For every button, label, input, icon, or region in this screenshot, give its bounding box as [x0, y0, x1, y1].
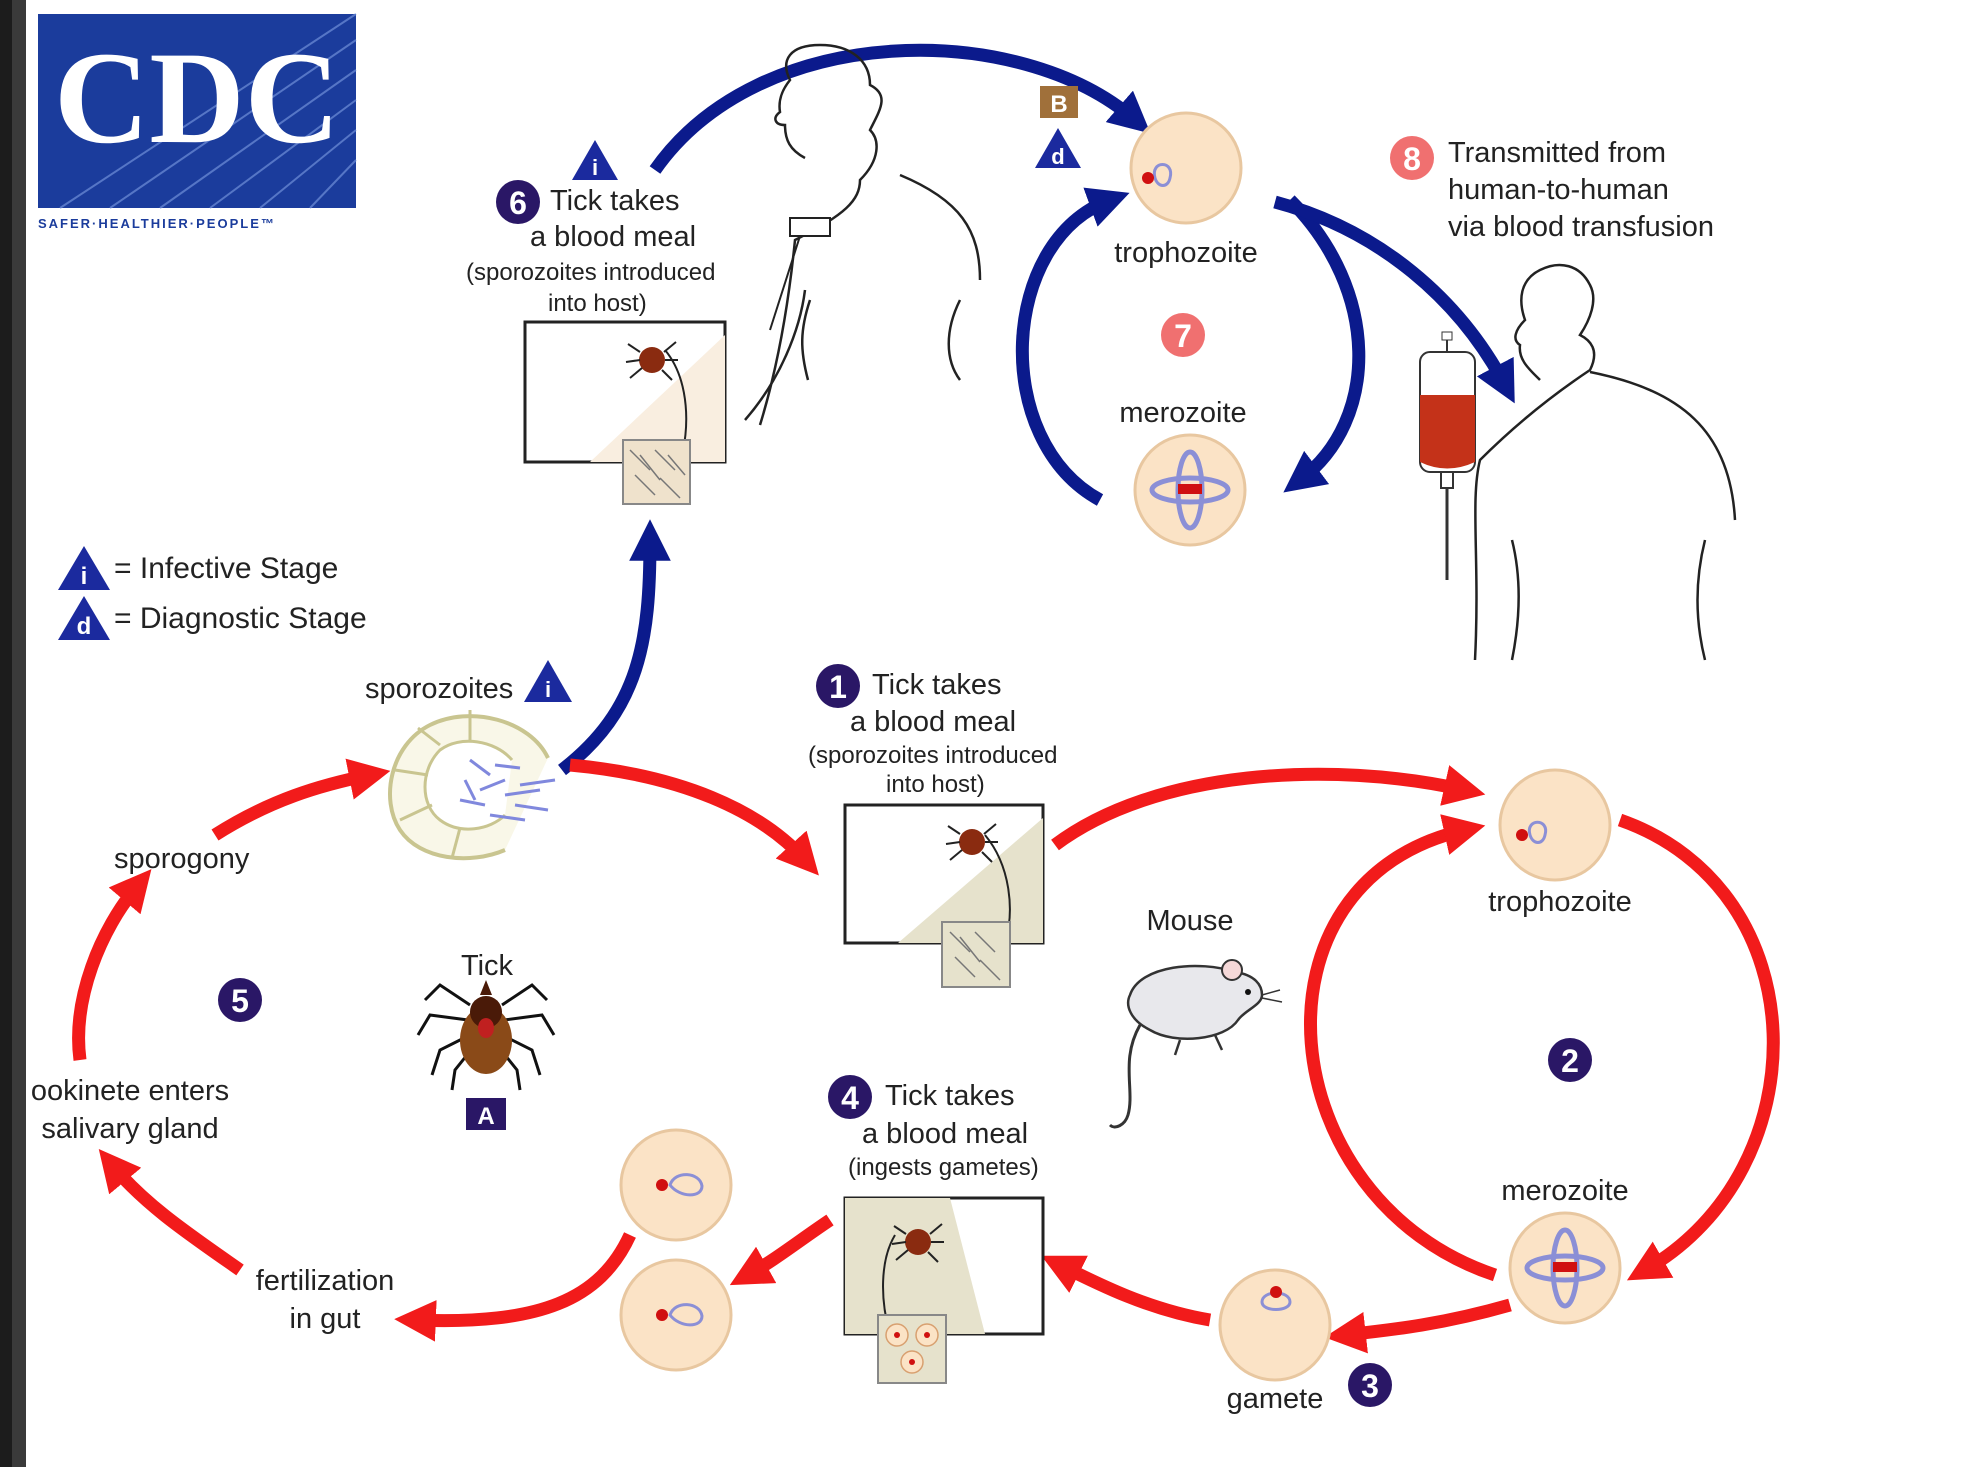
step-number-5: 5 — [231, 983, 249, 1019]
arrow-fertilization-to-ookinete — [112, 1165, 240, 1270]
transfusion-line2: human-to-human — [1448, 174, 1669, 206]
tick-feeding-inset-gametes — [845, 1198, 1043, 1383]
tick-label: Tick — [461, 950, 514, 982]
gamete-cell — [1220, 1270, 1330, 1380]
arrow-sporogony-to-sporozoites — [215, 775, 370, 835]
arrow-merozoite-to-trophozoite-mouse — [1311, 830, 1495, 1275]
tick-bite-inset-mouse — [845, 805, 1043, 987]
transfusion-line1: Transmitted from — [1448, 137, 1666, 169]
infective-stage-symbol: i — [81, 563, 88, 590]
infective-icon-step6: i — [572, 140, 618, 180]
step-number-4: 4 — [841, 1080, 859, 1116]
arrow-ookinete-to-sporogony — [79, 885, 138, 1060]
mouse-merozoite-label: merozoite — [1501, 1175, 1628, 1207]
step6-note-line1: (sporozoites introduced — [466, 259, 715, 286]
legend-infective: i = Infective Stage — [58, 546, 338, 590]
arrow-trophozoite-to-merozoite — [1290, 200, 1359, 480]
mouse-trophozoite-cell — [1500, 770, 1610, 880]
arrow-sporozoites-to-human — [562, 540, 650, 770]
legend-diagnostic: d = Diagnostic Stage — [58, 596, 367, 640]
step6-title-line1: Tick takes — [550, 185, 679, 217]
blood-bag — [1420, 332, 1475, 580]
svg-text:d: d — [1051, 144, 1064, 169]
tick-bite-inset-human — [525, 322, 725, 504]
gut-gamete-cell-lower — [621, 1260, 731, 1370]
left-edge-shadow — [0, 0, 12, 1467]
salivary-gland-sporozoites — [390, 710, 555, 858]
fertilization-line1: fertilization — [256, 1265, 395, 1297]
human-trophozoite-label: trophozoite — [1114, 237, 1258, 269]
arrow-sporozoites-to-mouse-meal — [570, 765, 805, 860]
step4-title-line2: a blood meal — [862, 1118, 1028, 1150]
arrow-gamete-to-tick-meal — [1060, 1265, 1210, 1320]
fertilization-line2: in gut — [290, 1303, 361, 1335]
infective-icon-sporozoites: i — [524, 660, 572, 702]
step1-note-line1: (sporozoites introduced — [808, 742, 1057, 769]
diagnostic-stage-label: = Diagnostic Stage — [114, 602, 367, 635]
cdc-logo-tagline: SAFER·HEALTHIER·PEOPLE™ — [38, 216, 276, 231]
diagnostic-icon-human: d — [1035, 128, 1081, 169]
bite-site-marker — [790, 218, 830, 236]
human-merozoite-cell — [1135, 435, 1245, 545]
svg-text:i: i — [545, 677, 551, 702]
step1-title-line2: a blood meal — [850, 706, 1016, 738]
gut-gamete-cell-upper — [621, 1130, 731, 1240]
ookinete-line2: salivary gland — [41, 1113, 218, 1145]
human-merozoite-label: merozoite — [1119, 397, 1246, 429]
tick-illustration — [418, 980, 554, 1090]
tick-label-a: A — [477, 1103, 494, 1130]
step-number-7: 7 — [1174, 318, 1192, 354]
cdc-logo: CDC SAFER·HEALTHIER·PEOPLE™ — [38, 14, 356, 231]
step-number-6: 6 — [509, 185, 527, 221]
step-number-8: 8 — [1403, 141, 1421, 177]
mouse-label: Mouse — [1146, 905, 1233, 937]
human-host-silhouette — [745, 45, 980, 425]
arrow-meal-to-mouse-trophozoite — [1055, 774, 1465, 845]
arrow-trophozoite-to-merozoite-mouse — [1620, 820, 1773, 1270]
ookinete-line1: ookinete enters — [31, 1075, 229, 1107]
step-number-3: 3 — [1361, 1368, 1379, 1404]
arrow-merozoite-to-trophozoite — [1022, 200, 1110, 500]
arrow-tick-meal-to-gut — [748, 1220, 830, 1275]
step4-note: (ingests gametes) — [848, 1154, 1039, 1181]
step-number-2: 2 — [1561, 1043, 1579, 1079]
diagnostic-stage-symbol: d — [77, 613, 92, 640]
step1-title-line1: Tick takes — [872, 669, 1001, 701]
transfusion-recipient-silhouette — [1475, 265, 1735, 660]
step4-title-line1: Tick takes — [885, 1080, 1014, 1112]
step1-note-line2: into host) — [886, 771, 985, 798]
mouse-illustration — [1110, 960, 1282, 1127]
gamete-label: gamete — [1227, 1383, 1324, 1415]
host-label-b: B — [1050, 91, 1067, 118]
human-trophozoite-cell — [1131, 113, 1241, 223]
cdc-logo-text: CDC — [54, 24, 340, 171]
step-number-1: 1 — [829, 669, 847, 705]
sporozoites-label: sporozoites — [365, 673, 513, 705]
mouse-trophozoite-label: trophozoite — [1488, 886, 1632, 918]
arrow-gut-to-fertilization — [415, 1235, 630, 1321]
infective-stage-label: = Infective Stage — [114, 552, 338, 585]
mouse-merozoite-cell — [1510, 1213, 1620, 1323]
transfusion-line3: via blood transfusion — [1448, 211, 1714, 243]
step6-title-line2: a blood meal — [530, 221, 696, 253]
sporogony-label: sporogony — [114, 843, 250, 875]
step6-note-line2: into host) — [548, 290, 647, 317]
svg-text:i: i — [592, 155, 598, 180]
arrow-merozoite-to-gamete — [1345, 1305, 1510, 1335]
